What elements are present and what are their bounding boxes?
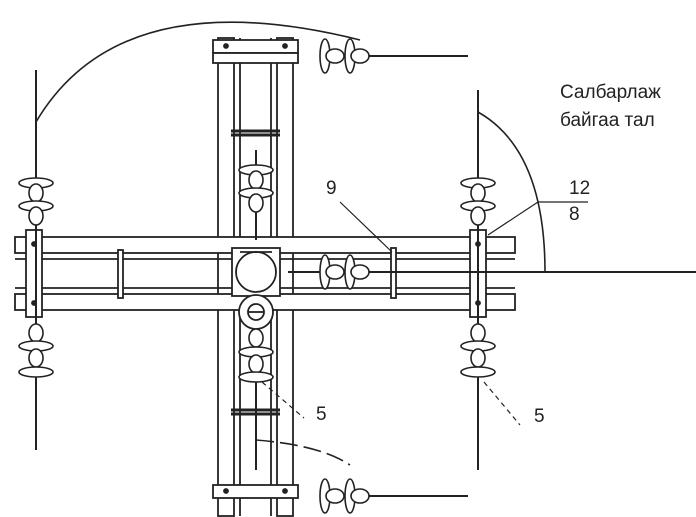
pole-clamp-top <box>212 39 299 64</box>
side-label-line2: байгаа тал <box>560 110 655 131</box>
vertical-pole <box>217 37 294 517</box>
insulators-right-bottom <box>460 323 496 378</box>
callout-5-right: 5 <box>534 406 545 427</box>
callout-leaders <box>261 201 588 426</box>
insulators-center-bottom <box>238 328 274 383</box>
callout-9: 9 <box>326 178 337 199</box>
clearance-arcs <box>35 21 546 466</box>
crossarm-clamp-left <box>25 229 43 318</box>
insulators-left-top <box>18 177 54 226</box>
insulators-middle-horizontal <box>319 254 370 290</box>
side-label-line1: Салбарлаж <box>560 82 661 103</box>
callout-12: 12 <box>569 178 591 199</box>
center-junction <box>231 247 281 330</box>
pole-clamp-bottom <box>212 484 299 499</box>
insulators-center-top <box>238 164 274 213</box>
insulators-bottom-horizontal <box>319 478 370 514</box>
insulators-right-top <box>460 177 496 226</box>
callout-5-center: 5 <box>316 404 327 425</box>
insulators-top-horizontal <box>319 38 370 74</box>
insulators-left-bottom <box>18 323 54 378</box>
callout-8: 8 <box>569 204 580 225</box>
